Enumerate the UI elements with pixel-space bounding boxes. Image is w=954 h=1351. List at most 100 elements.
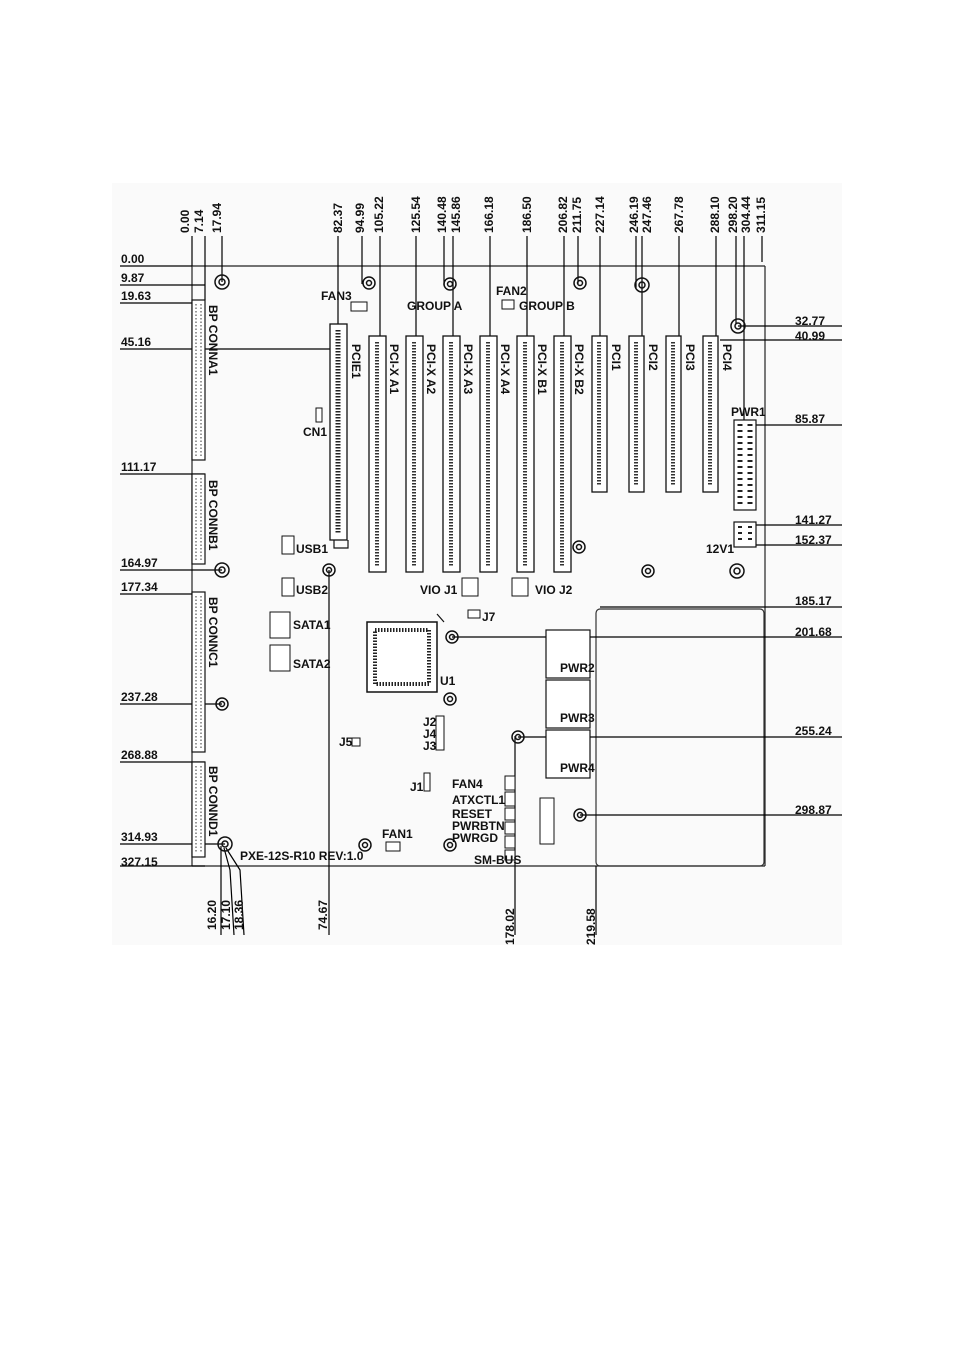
dim-top-15: 247.46 — [640, 196, 654, 233]
j4-label: J4 — [423, 727, 437, 741]
bp-connd1-label: BP CONND1 — [206, 766, 220, 837]
dim-right-4: 152.37 — [795, 533, 832, 547]
dim-right-2: 85.87 — [795, 412, 825, 426]
dim-top-12: 211.75 — [570, 197, 584, 233]
u1-chip — [366, 613, 445, 693]
dim-top-20: 311.15 — [754, 197, 768, 233]
j5-header — [351, 737, 361, 747]
pci2-label: PCI2 — [646, 344, 660, 371]
fan1-header — [385, 841, 401, 852]
dim-left-8: 268.88 — [121, 748, 158, 762]
dim-right-0: 32.77 — [795, 314, 825, 328]
j7-label: J7 — [482, 610, 496, 624]
pwrgd-label: PWRGD — [452, 831, 498, 845]
mounting-hole — [215, 697, 229, 711]
pwrgd-header — [504, 835, 516, 849]
sata1-label: SATA1 — [293, 618, 331, 632]
pwr1-label: PWR1 — [731, 405, 766, 419]
sata2-label: SATA2 — [293, 657, 331, 671]
dim-left-7: 237.28 — [121, 690, 158, 704]
bp-connd1-body — [191, 761, 206, 858]
fan3-label: FAN3 — [321, 289, 352, 303]
12v1-label: 12V1 — [706, 542, 734, 556]
dim-top-5: 105.22 — [372, 196, 386, 233]
dim-top-8: 145.86 — [449, 196, 463, 233]
pwr1-pins — [737, 424, 753, 506]
mounting-hole — [358, 838, 372, 852]
mounting-hole — [214, 562, 230, 578]
pwr1-connector — [733, 419, 757, 511]
cn1-label: CN1 — [303, 425, 327, 439]
mounting-hole — [445, 630, 459, 644]
dim-left-0: 0.00 — [121, 252, 145, 266]
aux-power-connectors — [545, 629, 591, 779]
usb1-label: USB1 — [296, 542, 328, 556]
dim-top-11: 206.82 — [556, 196, 570, 233]
bp-conna1-body — [191, 299, 206, 461]
usb2-label: USB2 — [296, 583, 328, 597]
mounting-hole — [443, 277, 457, 291]
fan3-header — [350, 301, 368, 312]
dim-right-8: 298.87 — [795, 803, 832, 817]
dim-bottom-5: 219.58 — [584, 908, 598, 945]
dim-left-5: 164.97 — [121, 556, 158, 570]
bottom-dimension-labels: 16.20 17.10 18.36 74.67 178.02 219.58 — [205, 900, 598, 945]
dim-top-2: 17.94 — [210, 203, 224, 233]
u1-die — [373, 628, 431, 686]
bp-connb1-label: BP CONNB1 — [206, 480, 220, 551]
model-label: PXE-12S-R10 REV:1.0 — [240, 849, 364, 863]
mounting-hole — [730, 318, 746, 334]
atxctl1-header — [504, 791, 516, 807]
pcix-a2-label: PCI-X A2 — [424, 344, 438, 395]
fan2-header — [501, 299, 515, 310]
dim-top-3: 82.37 — [331, 203, 345, 233]
pcix-a1-label: PCI-X A1 — [387, 344, 401, 395]
mounting-hole — [443, 838, 457, 852]
left-dimension-labels: 0.00 9.87 19.63 45.16 111.17 164.97 177.… — [121, 252, 158, 869]
mounting-hole — [214, 274, 230, 290]
u1-corner — [436, 613, 445, 623]
pwrbtn-header — [504, 821, 516, 835]
pwr2-connector — [545, 629, 591, 679]
j7-header — [467, 609, 481, 619]
dim-top-6: 125.54 — [409, 196, 423, 233]
dim-bottom-3: 74.67 — [316, 900, 330, 930]
j2-label: J2 — [423, 715, 437, 729]
dim-top-18: 298.20 — [726, 196, 740, 233]
fan4-header — [504, 775, 516, 791]
dim-top-14: 246.19 — [627, 196, 641, 233]
dim-left-6: 177.34 — [121, 580, 158, 594]
dim-top-19: 304.44 — [739, 196, 753, 233]
j3-label: J3 — [423, 739, 437, 753]
pcix-b1-label: PCI-X B1 — [535, 344, 549, 395]
j1-header — [423, 772, 431, 792]
pci-slot-pins — [375, 342, 712, 566]
reset-header — [504, 807, 516, 821]
mounting-hole — [443, 692, 457, 706]
fan2-label: FAN2 — [496, 284, 527, 298]
smbus-header — [504, 849, 516, 861]
top-dimension-labels: 0.00 7.14 17.94 82.37 94.99 105.22 125.5… — [178, 196, 768, 233]
mounting-hole — [217, 836, 233, 852]
dim-bottom-0: 16.20 — [205, 900, 219, 930]
fan4-label: FAN4 — [452, 777, 483, 791]
dim-bottom-4: 178.02 — [503, 908, 517, 945]
pcie1-label: PCIE1 — [349, 344, 363, 379]
bp-connb1-body — [191, 473, 206, 565]
small-headers — [269, 299, 555, 861]
dim-bottom-1: 17.10 — [219, 900, 233, 930]
sata2-connector — [269, 644, 291, 672]
pwr3-label: PWR3 — [560, 711, 595, 725]
bp-connc1-label: BP CONNC1 — [206, 597, 220, 668]
pwr3-connector — [545, 679, 591, 729]
dim-left-4: 111.17 — [121, 460, 157, 474]
pci1-label: PCI1 — [609, 344, 623, 371]
pwr4-label: PWR4 — [560, 761, 595, 775]
bp-connector-pins — [195, 304, 202, 853]
bp-connectors — [191, 299, 206, 858]
mounting-hole — [511, 730, 525, 744]
vio-j2-header — [511, 577, 529, 597]
dim-right-3: 141.27 — [795, 513, 832, 527]
dim-top-9: 166.18 — [482, 196, 496, 233]
pcie1-latch — [333, 540, 349, 549]
